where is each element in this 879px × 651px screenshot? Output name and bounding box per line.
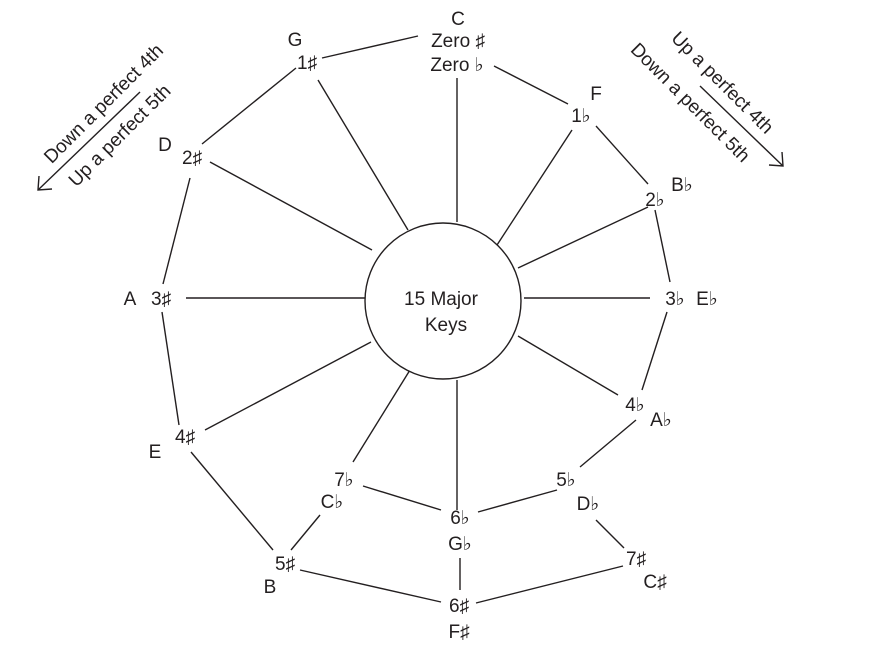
sig-fsharp: 6♯ — [449, 596, 469, 617]
key-fsharp: F♯ — [448, 622, 469, 643]
key-c: C — [451, 9, 465, 30]
edge-g-c — [321, 35, 419, 59]
edge-b-e — [190, 451, 274, 551]
center-label-line2: Keys — [425, 315, 467, 336]
key-labels: C Zero ♯ Zero ♭ G 1♯ D 2♯ A 3♯ E 4♯ 5♯ B… — [124, 9, 718, 643]
key-csharp: C♯ — [643, 572, 666, 593]
key-f: F — [590, 84, 602, 105]
spoke-d — [209, 161, 373, 251]
edge-b-fsharp — [299, 569, 442, 603]
edge-fsharp-csharp — [475, 565, 624, 604]
key-eflat: E♭ — [696, 289, 718, 310]
spoke-e — [204, 341, 372, 431]
sig-c-sharp: Zero ♯ — [431, 31, 485, 52]
edge-aflat-dflat — [579, 419, 637, 468]
left-annotation: Down a perfect 4th Up a perfect 5th — [37, 40, 175, 191]
edge-cflat-b — [290, 514, 321, 551]
sig-bflat: 2♭ — [645, 190, 665, 211]
sig-cflat: 7♭ — [334, 470, 354, 491]
edge-dflat-gflat — [477, 489, 558, 513]
left-arrow-shaft — [37, 91, 141, 191]
sig-a: 3♯ — [151, 289, 171, 310]
edge-bflat-eflat — [654, 209, 671, 283]
edge-eflat-aflat — [641, 311, 668, 391]
right-arrow-shaft — [699, 85, 784, 167]
right-arrow-head — [768, 151, 784, 167]
spoke-bflat — [517, 206, 649, 269]
edge-gflat-cflat — [362, 485, 442, 511]
key-g: G — [288, 30, 303, 51]
edge-e-a — [161, 311, 180, 426]
sig-aflat: 4♭ — [625, 395, 645, 416]
sig-dflat: 5♭ — [556, 470, 576, 491]
sig-eflat: 3♭ — [665, 289, 685, 310]
key-gflat: G♭ — [448, 534, 472, 555]
sig-b: 5♯ — [275, 554, 295, 575]
sig-d: 2♯ — [182, 148, 202, 169]
edge-d-g — [201, 67, 297, 145]
center-label-line1: 15 Major — [404, 289, 479, 310]
edge-a-d — [162, 177, 191, 285]
key-d: D — [158, 135, 172, 156]
sig-gflat: 6♭ — [450, 508, 470, 529]
spoke-aflat — [517, 335, 619, 396]
edge-c-f — [493, 65, 569, 105]
key-aflat: A♭ — [650, 410, 672, 431]
key-bflat: B♭ — [671, 175, 693, 196]
center-circle — [364, 222, 522, 380]
edge-csharp-dflat — [595, 519, 625, 549]
sig-c-flat: Zero ♭ — [430, 55, 483, 76]
sig-f: 1♭ — [571, 106, 591, 127]
right-annotation: Up a perfect 4th Down a perfect 5th — [626, 28, 784, 167]
sig-csharp: 7♯ — [626, 549, 646, 570]
spoke-cflat — [352, 369, 411, 463]
sig-g: 1♯ — [297, 53, 317, 74]
key-b: B — [264, 577, 277, 598]
spokes — [186, 78, 650, 510]
key-cflat: C♭ — [321, 492, 344, 513]
spoke-g — [317, 79, 409, 231]
ring-edges — [161, 35, 671, 604]
sig-e: 4♯ — [175, 427, 195, 448]
key-e: E — [149, 442, 162, 463]
key-dflat: D♭ — [577, 494, 600, 515]
edge-f-bflat — [595, 125, 649, 185]
left-arrow-head — [37, 175, 53, 191]
key-a: A — [124, 289, 137, 310]
spoke-f — [496, 129, 573, 246]
